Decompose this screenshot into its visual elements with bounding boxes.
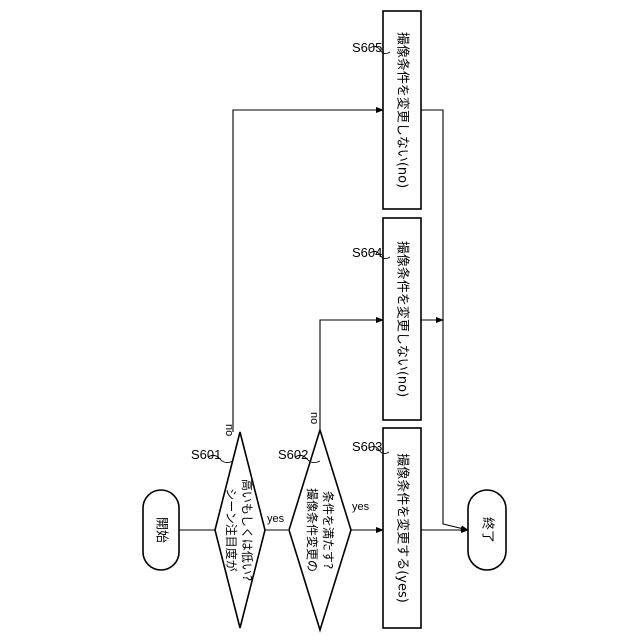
s602-question-line2: 条件を満たす? xyxy=(321,491,335,569)
s602-no-label: no xyxy=(308,412,320,424)
s605-text: 撮像条件を変更しない(no) xyxy=(395,32,411,188)
s601-question-line2: 高いもしくは低い? xyxy=(240,479,255,581)
end-label: 終了 xyxy=(480,517,496,543)
connector-s602-no-to-s604 xyxy=(320,320,383,430)
start-label: 開始 xyxy=(154,517,169,543)
s602-id: S602 xyxy=(278,447,308,462)
s602-question-line1: 撮像条件変更の xyxy=(305,488,320,572)
s601-question-line1: シーン注目度が xyxy=(224,488,239,571)
s602-yes-label: yes xyxy=(352,501,370,513)
s601-yes-label: yes xyxy=(267,513,285,525)
s601-id: S601 xyxy=(191,447,221,462)
s604-text: 撮像条件を変更しない(no) xyxy=(395,241,411,397)
s603-id: S603 xyxy=(352,439,382,454)
connector-s601-no-to-s605 xyxy=(233,110,383,432)
s601-no-label: no xyxy=(223,424,235,436)
s603-text: 撮像条件を変更する(yes) xyxy=(395,453,411,603)
